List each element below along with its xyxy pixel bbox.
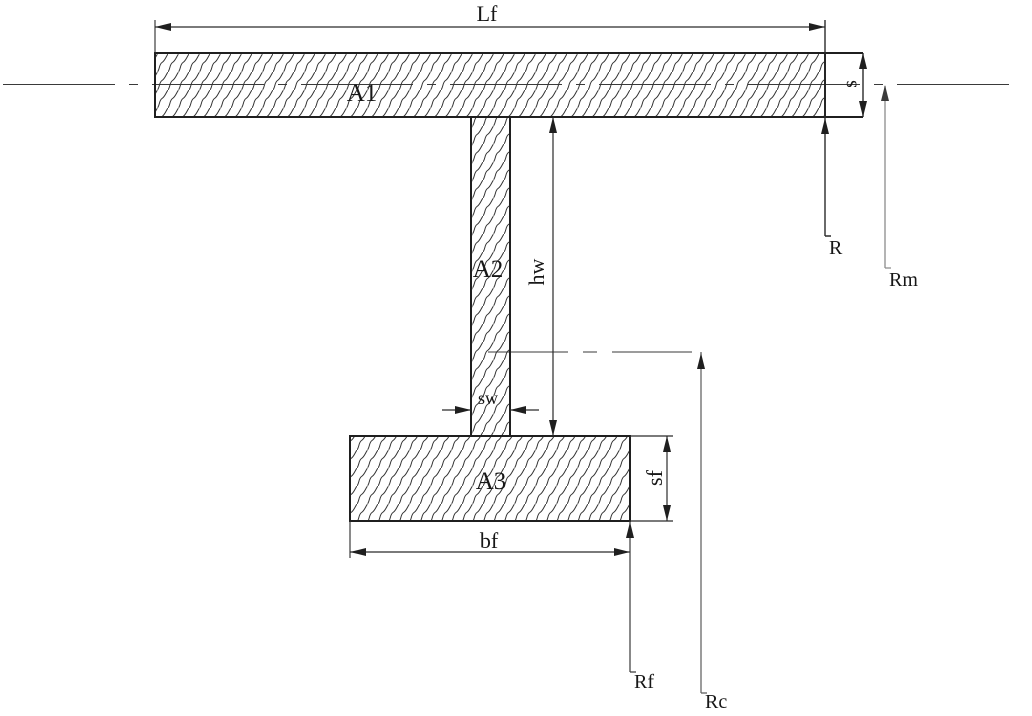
rf-reference-line: [629, 521, 636, 673]
rc-reference-line: [700, 352, 707, 694]
rm-reference-label: Rm: [889, 269, 918, 291]
rm-reference-line: [884, 86, 891, 269]
rf-reference-label: Rf: [634, 671, 654, 693]
bf-arrow-right-icon: [614, 548, 630, 556]
r-reference-label: R: [829, 237, 843, 259]
sw-arrow-left-icon: [510, 406, 526, 414]
bf-dimension-label: bf: [480, 528, 499, 553]
sw-arrow-right-icon: [455, 406, 471, 414]
bottom-flange-shape: [349, 435, 631, 522]
sf-arrow-up-icon: [663, 436, 671, 452]
web-shape: [470, 116, 511, 437]
web-area-label: A2: [473, 256, 504, 283]
rc-reference-label: Rc: [705, 691, 727, 713]
rm-arrow-up-icon: [881, 85, 889, 101]
rc-arrow-up-icon: [697, 353, 705, 369]
top-flange-extension-lines: [825, 52, 863, 118]
sf-extension-lines: [630, 435, 673, 522]
hw-dimension-label: hw: [524, 258, 549, 285]
top-flange-shape: [154, 52, 826, 118]
s-arrow-up-icon: [859, 53, 867, 69]
hw-arrow-up-icon: [549, 117, 557, 133]
lf-dimension-label: Lf: [477, 1, 498, 26]
sf-arrow-down-icon: [663, 505, 671, 521]
bottom-flange-area-label: A3: [476, 468, 507, 495]
s-arrow-down-icon: [859, 101, 867, 117]
hw-arrow-down-icon: [549, 420, 557, 436]
sf-dimension-label: sf: [642, 469, 667, 486]
r-arrow-up-icon: [821, 118, 829, 134]
lf-arrow-right-icon: [809, 23, 825, 31]
top-flange-area-label: A1: [347, 80, 378, 107]
bf-arrow-left-icon: [350, 548, 366, 556]
rf-arrow-up-icon: [626, 522, 634, 538]
lf-arrow-left-icon: [155, 23, 171, 31]
sw-dimension-label: sw: [478, 388, 498, 408]
s-dimension-label: s: [840, 80, 862, 88]
